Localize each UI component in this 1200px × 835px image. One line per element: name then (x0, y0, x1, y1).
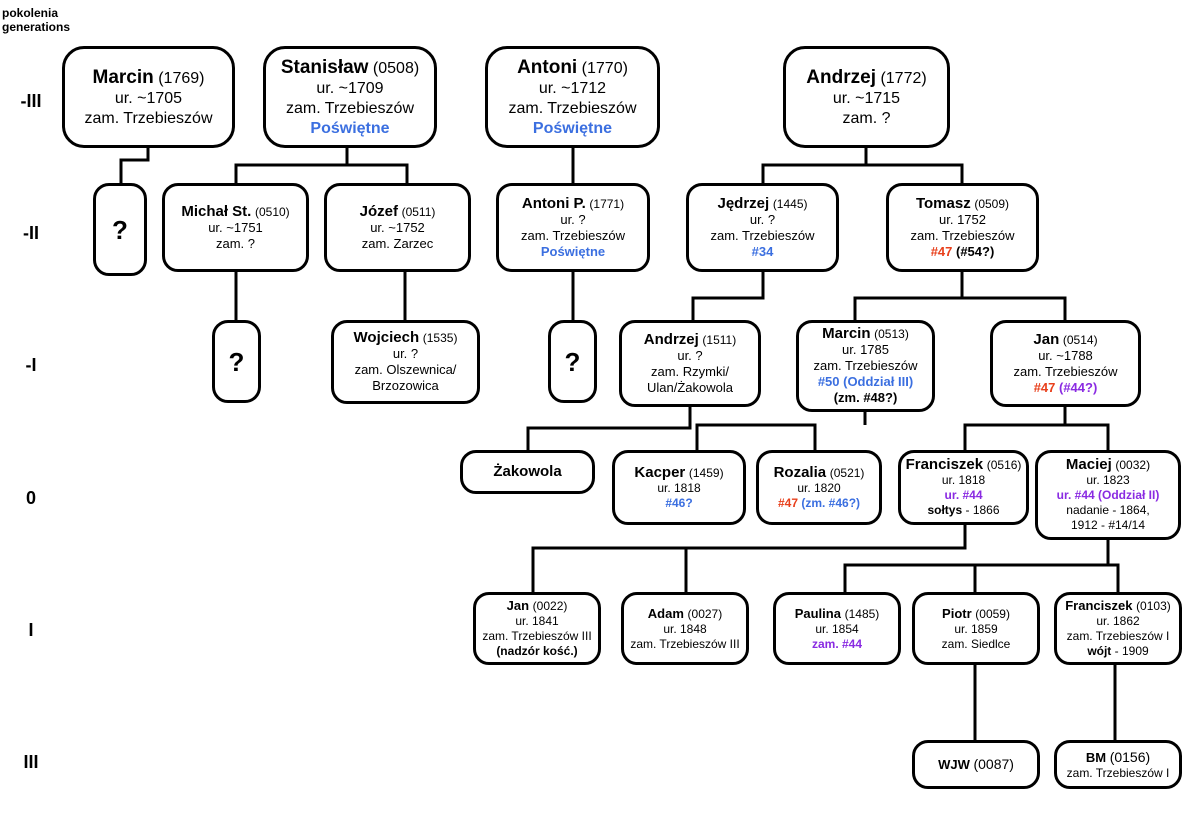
person-kacper-1459[interactable]: Kacper (1459) ur. 1818 #46? (612, 450, 746, 525)
person-marcin-1769[interactable]: Marcin (1769) ur. ~1705 zam. Trzebieszów (62, 46, 235, 148)
place-zakowola[interactable]: Żakowola (460, 450, 595, 494)
generations-header: pokolenia generations (2, 6, 70, 34)
person-jan-0514[interactable]: Jan (0514) ur. ~1788 zam. Trzebieszów #4… (990, 320, 1141, 407)
person-rozalia-0521[interactable]: Rozalia (0521) ur. 1820 #47 (zm. #46?) (756, 450, 882, 525)
person-jan-0022[interactable]: Jan (0022) ur. 1841 zam. Trzebieszów III… (473, 592, 601, 665)
person-maciej-0032[interactable]: Maciej (0032) ur. 1823 ur. #44 (Oddział … (1035, 450, 1181, 540)
person-franciszek-0103[interactable]: Franciszek (0103) ur. 1862 zam. Trzebies… (1054, 592, 1182, 665)
person-bm-0156[interactable]: BM (0156) zam. Trzebieszów I (1054, 740, 1182, 789)
generation-label: -II (23, 223, 39, 243)
unknown-person-box[interactable]: ? (93, 183, 147, 276)
person-marcin-0513[interactable]: Marcin (0513) ur. 1785 zam. Trzebieszów … (796, 320, 935, 412)
person-adam-0027[interactable]: Adam (0027) ur. 1848 zam. Trzebieszów II… (621, 592, 749, 665)
unknown-person-box[interactable]: ? (548, 320, 597, 403)
generation-label: 0 (25, 488, 36, 508)
generation-label: -I (25, 355, 37, 375)
header-polish: pokolenia (2, 6, 59, 20)
person-stanislaw-0508[interactable]: Stanisław (0508) ur. ~1709 zam. Trzebies… (263, 46, 437, 148)
person-andrzej-1772[interactable]: Andrzej (1772) ur. ~1715 zam. ? (783, 46, 950, 148)
generation-label: III (23, 752, 39, 772)
generation-label: -III (20, 91, 42, 111)
person-antoni-1770[interactable]: Antoni (1770) ur. ~1712 zam. Trzebieszów… (485, 46, 660, 148)
person-jedrzej-1445[interactable]: Jędrzej (1445) ur. ? zam. Trzebieszów #3… (686, 183, 839, 272)
person-michal-0510[interactable]: Michał St. (0510) ur. ~1751 zam. ? (162, 183, 309, 272)
person-wojciech-1535[interactable]: Wojciech (1535) ur. ? zam. Olszewnica/ B… (331, 320, 480, 404)
person-antoni-p-1771[interactable]: Antoni P. (1771) ur. ? zam. Trzebieszów … (496, 183, 650, 272)
person-andrzej-1511[interactable]: Andrzej (1511) ur. ? zam. Rzymki/ Ulan/Ż… (619, 320, 761, 407)
person-jozef-0511[interactable]: Józef (0511) ur. ~1752 zam. Zarzec (324, 183, 471, 272)
person-piotr-0059[interactable]: Piotr (0059) ur. 1859 zam. Siedlce (912, 592, 1040, 665)
person-franciszek-0516[interactable]: Franciszek (0516) ur. 1818 ur. #44 sołty… (898, 450, 1029, 525)
person-tomasz-0509[interactable]: Tomasz (0509) ur. 1752 zam. Trzebieszów … (886, 183, 1039, 272)
header-english: generations (2, 20, 71, 34)
unknown-person-box[interactable]: ? (212, 320, 261, 403)
person-wjw-0087[interactable]: WJW (0087) (912, 740, 1040, 789)
generation-label: I (28, 620, 34, 640)
person-paulina-1485[interactable]: Paulina (1485) ur. 1854 zam. #44 (773, 592, 901, 665)
